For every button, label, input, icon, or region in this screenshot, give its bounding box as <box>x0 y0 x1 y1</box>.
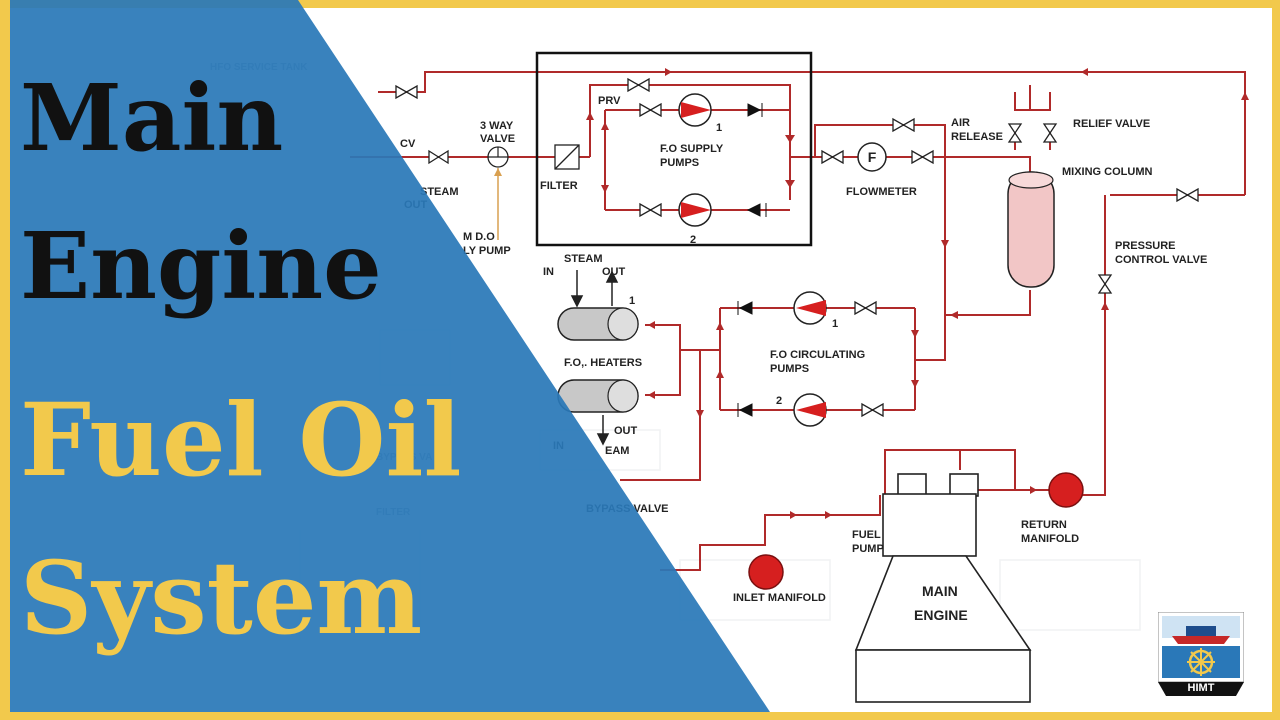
do-pump-label-2: LY PUMP <box>463 245 511 257</box>
heater-1 <box>557 307 639 341</box>
bypass-valve-label: BYPASS VALVE <box>586 503 669 515</box>
heater-steam-label: STEAM <box>564 253 603 265</box>
three-way-valve-symbol <box>487 146 509 240</box>
heater-in-lower-label: IN <box>553 440 564 452</box>
circ-pump-1 <box>793 291 827 325</box>
heater-2 <box>557 379 639 413</box>
heater-out-label: OUT <box>602 266 626 278</box>
prv-label: PRV <box>598 95 621 107</box>
circ-pump-1-label: 1 <box>832 318 838 330</box>
main-engine <box>854 473 1032 703</box>
three-way-valve-label-1: 3 WAY <box>480 120 514 132</box>
heaters-label: F.O,. HEATERS <box>564 357 642 369</box>
circ-pump-2 <box>793 393 827 427</box>
supply-pump-2 <box>678 193 712 227</box>
supply-pump-1 <box>678 93 712 127</box>
circ-pumps-label-2: PUMPS <box>770 363 809 375</box>
supply-pumps-label-1: F.O SUPPLY <box>660 143 724 155</box>
himt-logo: HIMT <box>1157 611 1245 696</box>
circ-pump-2-label: 2 <box>776 395 782 407</box>
flowmeter-symbol: F <box>857 142 887 172</box>
filter-label: FILTER <box>540 180 578 192</box>
do-pump-label-1: M D.O <box>463 231 495 243</box>
three-way-valve-label-2: VALVE <box>480 133 515 145</box>
pipework <box>350 71 1246 571</box>
heater-1-label: 1 <box>629 295 635 307</box>
air-release-label-1: AIR <box>951 117 970 129</box>
logo-text: HIMT <box>1187 682 1215 694</box>
ship-wheel-icon <box>1157 611 1245 696</box>
title-line-2: Engine <box>20 212 382 320</box>
supply-pumps-label-2: PUMPS <box>660 157 699 169</box>
out-left-label: OUT <box>404 199 428 211</box>
heater-in-label: IN <box>543 266 554 278</box>
title-line-4: System <box>20 539 423 657</box>
steam-left-label: STEAM <box>420 186 459 198</box>
flow-arrows <box>586 68 1249 519</box>
filter-symbol <box>554 144 580 170</box>
check-valves <box>737 103 767 417</box>
heater-out-lower-label: OUT <box>614 425 638 437</box>
main-engine-label-2: ENGINE <box>914 607 968 623</box>
inlet-manifold-label: INLET MANIFOLD <box>733 592 826 604</box>
pressure-control-label-1: PRESSURE <box>1115 240 1176 252</box>
mixing-column-label: MIXING COLUMN <box>1062 166 1152 178</box>
supply-pump-2-label: 2 <box>690 234 696 246</box>
title-line-1: Main <box>20 64 284 172</box>
pressure-control-label-2: CONTROL VALVE <box>1115 254 1207 266</box>
cv-label: CV <box>400 138 416 150</box>
relief-valve-label: RELIEF VALVE <box>1073 118 1150 130</box>
title-line-3: Fuel Oil <box>20 381 462 499</box>
fuel-pump-label-2: PUMP <box>852 543 884 555</box>
inlet-manifold <box>748 554 784 590</box>
heater-steam-lower-label: EAM <box>605 445 629 457</box>
circ-pumps-label-1: F.O CIRCULATING <box>770 349 865 361</box>
main-engine-label-1: MAIN <box>922 583 958 599</box>
filter-lower-label: FILTER <box>376 507 411 518</box>
air-release-label-2: RELEASE <box>951 131 1003 143</box>
mixing-column <box>1007 171 1055 288</box>
return-manifold-label-1: RETURN <box>1021 519 1067 531</box>
flowmeter-symbol-letter: F <box>868 149 877 165</box>
flowmeter-label: FLOWMETER <box>846 186 917 198</box>
return-manifold <box>1048 472 1084 508</box>
fuel-pump-label-1: FUEL <box>852 529 881 541</box>
return-manifold-label-2: MANIFOLD <box>1021 533 1079 545</box>
supply-pump-1-label: 1 <box>716 122 722 134</box>
